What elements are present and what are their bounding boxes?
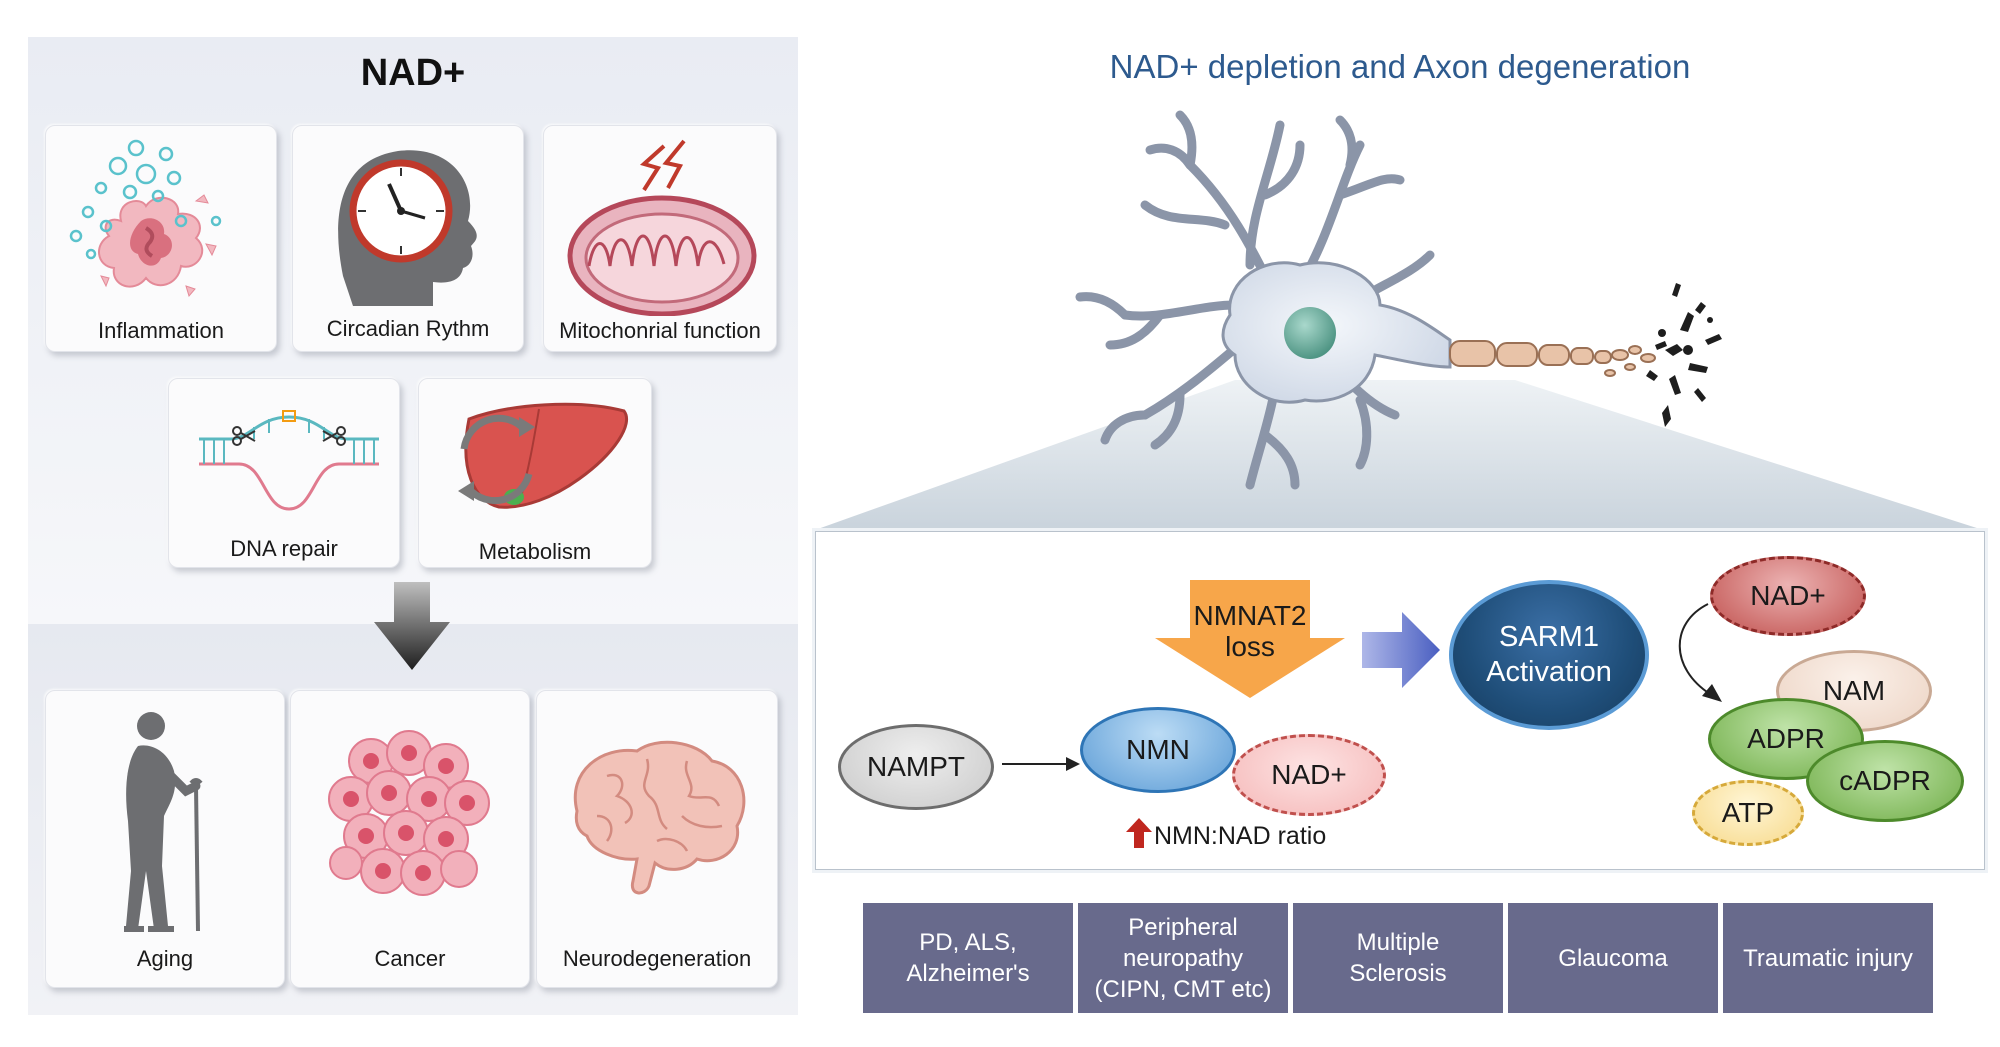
card-aging: Aging <box>45 690 285 988</box>
disease-1-line3: (CIPN, CMT etc) <box>1094 975 1272 1003</box>
nampt-node: NAMPT <box>838 724 994 810</box>
card-neurodegeneration: Neurodegeneration <box>536 690 778 988</box>
nad-cleavage-arrow <box>1678 603 1722 702</box>
disease-multiple-sclerosis: Multiple Sclerosis <box>1293 903 1503 1013</box>
disease-1-line1: Peripheral <box>1128 913 1238 941</box>
nmnat2-label: NMNAT2 loss <box>1150 600 1350 662</box>
disease-glaucoma: Glaucoma <box>1508 903 1718 1013</box>
disease-2-line2: Sclerosis <box>1349 960 1447 987</box>
down-arrow-icon <box>374 582 450 670</box>
label-neurodegeneration: Neurodegeneration <box>562 946 752 971</box>
card-cancer: Cancer <box>290 690 530 988</box>
disease-0-line1: PD, ALS, <box>919 929 1017 956</box>
card-metabolism: Metabolism <box>418 378 652 568</box>
disease-0-line2: Alzheimer's <box>906 960 1030 987</box>
dna-repair-icon <box>199 410 379 511</box>
nad-right-node: NAD+ <box>1710 556 1866 636</box>
zoom-projection <box>815 380 1983 530</box>
sarm1-line2: Activation <box>1486 656 1612 688</box>
nad-title: NAD+ <box>360 52 466 94</box>
label-metabolism: Metabolism <box>478 539 592 564</box>
disease-2-line1: Multiple <box>1356 929 1440 956</box>
up-arrow-icon <box>1126 818 1152 848</box>
label-aging: Aging <box>136 946 194 971</box>
label-inflammation: Inflammation <box>98 318 224 343</box>
sarm1-line1: SARM1 <box>1499 621 1599 653</box>
nad-left-node: NAD+ <box>1232 734 1386 816</box>
degenerating-neuron-icon <box>1075 110 1722 490</box>
cancer-cells-icon <box>328 730 490 896</box>
inflammation-icon <box>69 139 222 298</box>
card-circadian: Circadian Rythm <box>292 125 524 352</box>
nampt-to-nmn-arrow <box>1002 757 1080 771</box>
atp-node: ATP <box>1692 780 1804 846</box>
mitochondria-icon <box>567 139 757 317</box>
cadpr-node: cADPR <box>1806 740 1964 822</box>
disease-peripheral-neuropathy: Peripheral neuropathy (CIPN, CMT etc) <box>1078 903 1288 1013</box>
sarm1-activation-node: SARM1 Activation <box>1449 580 1649 730</box>
liver-metabolism-icon <box>458 402 629 509</box>
card-inflammation: Inflammation <box>45 125 277 352</box>
label-circadian: Circadian Rythm <box>326 316 490 341</box>
label-dna-repair: DNA repair <box>230 536 338 561</box>
nmnat2-line2: loss <box>1225 631 1275 662</box>
card-dna-repair: DNA repair <box>168 378 400 568</box>
disease-traumatic-injury: Traumatic injury <box>1723 903 1933 1013</box>
nmnat2-loss-arrow <box>1155 580 1345 698</box>
label-cancer: Cancer <box>374 946 446 971</box>
right-title: NAD+ depletion and Axon degeneration <box>1109 48 1691 85</box>
circadian-head-clock-icon <box>338 150 477 306</box>
nmnat2-line1: NMNAT2 <box>1193 600 1307 631</box>
adpr-node: ADPR <box>1708 698 1864 780</box>
disease-3-line1: Glaucoma <box>1558 944 1668 972</box>
activation-arrow <box>1362 612 1440 688</box>
elderly-person-icon <box>124 712 203 932</box>
disease-1-line2: neuropathy <box>1122 944 1244 972</box>
disease-4-line1: Traumatic injury <box>1743 944 1913 972</box>
nmn-nad-ratio-label: NMN:NAD ratio <box>1154 822 1327 850</box>
label-mitochondria: Mitochonrial function <box>559 318 761 343</box>
brain-icon <box>573 740 746 895</box>
card-mitochondria: Mitochonrial function <box>543 125 777 352</box>
disease-pd-als-alzheimers: PD, ALS, Alzheimer's <box>863 903 1073 1013</box>
nmn-node: NMN <box>1080 707 1236 793</box>
